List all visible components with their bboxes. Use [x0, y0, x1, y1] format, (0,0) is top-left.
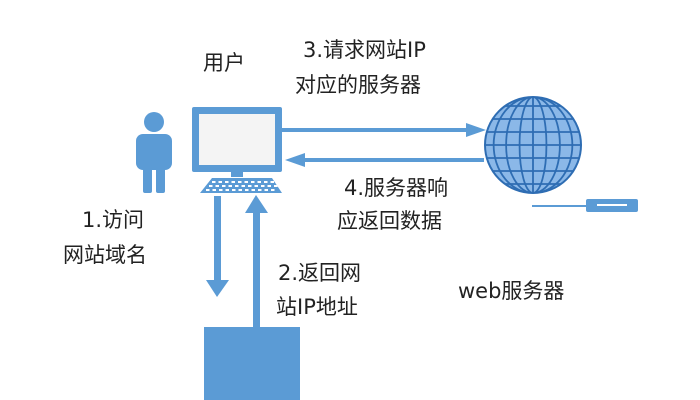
- step3-label-line2: 对应的服务器: [295, 73, 421, 97]
- globe-icon: [484, 96, 582, 194]
- computer-icon: [192, 107, 282, 177]
- arrow-response-data: [285, 153, 484, 167]
- web-server-label: web服务器: [458, 279, 565, 303]
- dns-server-box: [204, 327, 300, 400]
- step2-label-line2: 站IP地址: [276, 295, 358, 319]
- arrow-query-dns: [206, 196, 229, 297]
- step4-label-line1: 4.服务器响: [344, 176, 449, 200]
- user-label: 用户: [203, 51, 245, 75]
- server-icon: [532, 199, 638, 212]
- keyboard-icon: [200, 178, 282, 193]
- step1-label-line1: 1.访问: [82, 208, 145, 232]
- arrow-return-ip: [245, 195, 268, 327]
- step1-label-line2: 网站域名: [63, 243, 147, 267]
- step3-label-line1: 3.请求网站IP: [303, 38, 426, 62]
- step2-label-line1: 2.返回网: [278, 261, 362, 285]
- arrow-request-server: [282, 123, 486, 137]
- step4-label-line2: 应返回数据: [337, 209, 442, 233]
- person-icon: [136, 112, 172, 193]
